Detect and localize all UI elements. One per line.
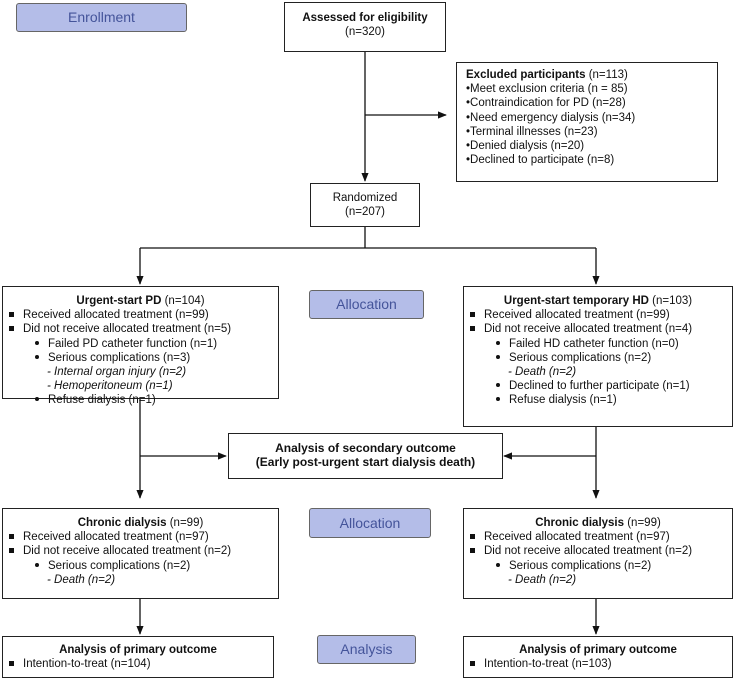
pd-sub-organ-injury: - Internal organ injury (n=2) bbox=[47, 366, 187, 379]
primary-left-title: Analysis of primary outcome bbox=[59, 644, 217, 656]
square-bullet-icon bbox=[470, 660, 475, 666]
chronic-right-complications: Serious complications (n=2) bbox=[509, 559, 652, 572]
assessed-count: (n=320) bbox=[345, 26, 385, 39]
square-bullet-icon bbox=[470, 533, 475, 539]
secondary-line1: Analysis of secondary outcome bbox=[275, 441, 456, 455]
excluded-item: •Declined to participate (n=8) bbox=[466, 154, 615, 167]
pd-sub-hemoperitoneum: - Hemoperitoneum (n=1) bbox=[47, 380, 173, 393]
bullet-icon bbox=[496, 397, 500, 402]
square-bullet-icon bbox=[470, 311, 475, 317]
chronic-right-box: Chronic dialysis (n=99) Received allocat… bbox=[463, 508, 733, 599]
square-bullet-icon bbox=[9, 547, 14, 553]
hd-not-received: Did not receive allocated treatment (n=4… bbox=[484, 323, 693, 336]
primary-right-title: Analysis of primary outcome bbox=[519, 644, 677, 656]
analysis-label-text: Analysis bbox=[340, 641, 393, 657]
pd-arm-title: Urgent-start PD bbox=[76, 295, 162, 307]
chronic-left-complications: Serious complications (n=2) bbox=[48, 559, 191, 572]
square-bullet-icon bbox=[9, 311, 14, 317]
allocation-label-2-text: Allocation bbox=[339, 515, 401, 531]
allocation-label-2: Allocation bbox=[309, 508, 431, 538]
bullet-icon bbox=[496, 383, 500, 388]
primary-right-box: Analysis of primary outcome Intention-to… bbox=[463, 636, 733, 678]
excluded-box: Excluded participants (n=113) •Meet excl… bbox=[456, 62, 718, 182]
bullet-icon bbox=[496, 340, 500, 345]
hd-sub-complications: Serious complications (n=2) bbox=[509, 351, 652, 364]
enrollment-label-text: Enrollment bbox=[68, 9, 135, 25]
primary-left-box: Analysis of primary outcome Intention-to… bbox=[2, 636, 274, 678]
hd-sub-refuse: Refuse dialysis (n=1) bbox=[509, 394, 617, 407]
excluded-item: •Denied dialysis (n=20) bbox=[466, 140, 585, 153]
chronic-left-box: Chronic dialysis (n=99) Received allocat… bbox=[2, 508, 279, 599]
excluded-count: (n=113) bbox=[585, 69, 628, 81]
pd-sub-refuse: Refuse dialysis (n=1) bbox=[48, 394, 156, 407]
hd-sub-declined: Declined to further participate (n=1) bbox=[509, 380, 690, 393]
assessed-title: Assessed for eligibility bbox=[302, 12, 428, 24]
pd-sub-complications: Serious complications (n=3) bbox=[48, 351, 191, 364]
bullet-icon bbox=[35, 397, 39, 402]
chronic-left-death: - Death (n=2) bbox=[47, 573, 116, 586]
hd-arm-count: (n=103) bbox=[648, 295, 693, 307]
pd-arm-count: (n=104) bbox=[161, 295, 205, 307]
chronic-left-title: Chronic dialysis bbox=[77, 517, 167, 529]
secondary-line2: (Early post-urgent start dialysis death) bbox=[255, 455, 476, 470]
pd-not-received: Did not receive allocated treatment (n=5… bbox=[23, 323, 232, 336]
pd-received: Received allocated treatment (n=99) bbox=[23, 309, 209, 322]
primary-left-itt: Intention-to-treat (n=104) bbox=[23, 658, 151, 671]
secondary-outcome-box: Analysis of secondary outcome (Early pos… bbox=[228, 433, 503, 479]
randomized-title: Randomized bbox=[332, 192, 398, 204]
hd-sub-death: - Death (n=2) bbox=[508, 366, 577, 379]
chronic-left-received: Received allocated treatment (n=97) bbox=[23, 531, 209, 544]
chronic-right-received: Received allocated treatment (n=97) bbox=[484, 531, 670, 544]
bullet-icon bbox=[35, 562, 39, 567]
square-bullet-icon bbox=[9, 325, 14, 331]
randomized-box: Randomized (n=207) bbox=[310, 183, 420, 227]
bullet-icon bbox=[496, 562, 500, 567]
enrollment-label: Enrollment bbox=[16, 3, 187, 32]
pd-arm-box: Urgent-start PD (n=104) Received allocat… bbox=[2, 286, 279, 406]
excluded-item: •Terminal illnesses (n=23) bbox=[466, 125, 598, 138]
chronic-right-not-received: Did not receive allocated treatment (n=2… bbox=[484, 545, 693, 558]
analysis-label: Analysis bbox=[317, 635, 416, 664]
square-bullet-icon bbox=[9, 660, 14, 666]
square-bullet-icon bbox=[470, 325, 475, 331]
allocation-label: Allocation bbox=[309, 290, 424, 319]
excluded-item: •Meet exclusion criteria (n = 85) bbox=[466, 83, 628, 96]
bullet-icon bbox=[496, 354, 500, 359]
hd-arm-box: Urgent-start temporary HD (n=103) Receiv… bbox=[463, 286, 733, 427]
bullet-icon bbox=[35, 340, 39, 345]
square-bullet-icon bbox=[470, 547, 475, 553]
square-bullet-icon bbox=[9, 533, 14, 539]
chronic-left-not-received: Did not receive allocated treatment (n=2… bbox=[23, 545, 232, 558]
allocation-label-text: Allocation bbox=[336, 296, 397, 312]
randomized-count: (n=207) bbox=[345, 206, 385, 219]
excluded-title: Excluded participants bbox=[466, 69, 586, 81]
hd-received: Received allocated treatment (n=99) bbox=[484, 309, 670, 322]
assessed-box: Assessed for eligibility (n=320) bbox=[284, 2, 446, 52]
chronic-right-death: - Death (n=2) bbox=[508, 573, 577, 586]
excluded-item: •Contraindication for PD (n=28) bbox=[466, 97, 626, 110]
chronic-left-count: (n=99) bbox=[166, 517, 204, 529]
chronic-right-title: Chronic dialysis bbox=[535, 517, 625, 529]
chronic-right-count: (n=99) bbox=[624, 517, 661, 529]
pd-sub-failed-catheter: Failed PD catheter function (n=1) bbox=[48, 337, 218, 350]
hd-sub-failed-catheter: Failed HD catheter function (n=0) bbox=[509, 337, 679, 350]
excluded-item: •Need emergency dialysis (n=34) bbox=[466, 111, 636, 124]
primary-right-itt: Intention-to-treat (n=103) bbox=[484, 658, 612, 671]
hd-arm-title: Urgent-start temporary HD bbox=[503, 295, 649, 307]
bullet-icon bbox=[35, 354, 39, 359]
